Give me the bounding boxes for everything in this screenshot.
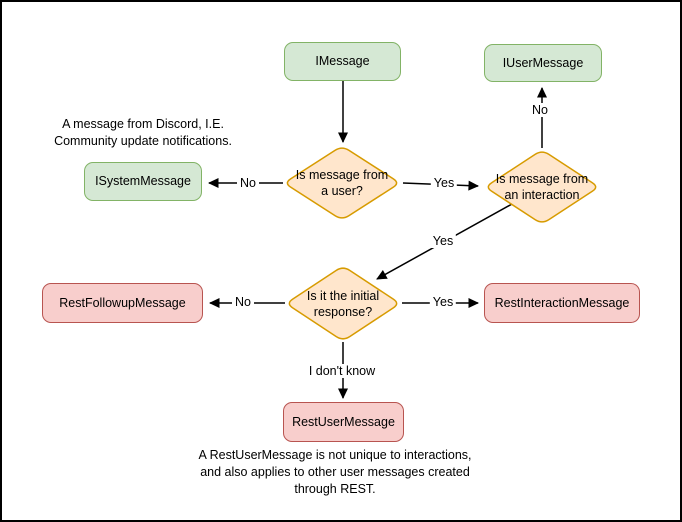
diamond-shape	[288, 267, 398, 340]
note-system-message: A message from Discord, I.E. Community u…	[54, 117, 232, 148]
decision-is-message-from-user: Is message from a user?	[283, 145, 401, 221]
node-imessage-label: IMessage	[315, 54, 370, 68]
node-iusermessage-label: IUserMessage	[502, 55, 584, 70]
node-isystemmessage: ISystemMessage	[84, 162, 202, 201]
decision-is-message-from-interaction-label: Is message from an interaction	[495, 172, 589, 202]
node-restfollowupmessage-label: RestFollowupMessage	[59, 295, 186, 310]
edge-label-initial-yes: Yes	[429, 295, 457, 309]
edge-label-user-yes: Yes	[430, 176, 458, 190]
node-iusermessage: IUserMessage	[484, 44, 602, 82]
node-restusermessage-label: RestUserMessage	[292, 414, 395, 429]
edge-label-initial-no: No	[232, 295, 254, 309]
decision-is-initial-response: Is it the initial response?	[285, 265, 401, 342]
diamond-shape	[487, 151, 597, 223]
note-rest-user-message: A RestUserMessage is not unique to inter…	[198, 448, 472, 496]
node-isystemmessage-label: ISystemMessage	[95, 174, 191, 188]
decision-is-message-from-interaction: Is message from an interaction	[484, 149, 600, 225]
node-restfollowupmessage: RestFollowupMessage	[42, 283, 203, 323]
node-imessage: IMessage	[284, 42, 401, 81]
decision-is-initial-response-label: Is it the initial response?	[306, 288, 380, 319]
edge-label-user-no: No	[237, 176, 259, 190]
edge-label-interaction-yes: Yes	[429, 234, 457, 248]
decision-is-message-from-user-label: Is message from a user?	[295, 168, 389, 198]
diamond-shape	[286, 147, 398, 219]
node-restusermessage: RestUserMessage	[283, 402, 404, 442]
edge-label-interaction-no: No	[529, 103, 551, 117]
node-restinteractionmessage-label: RestInteractionMessage	[494, 295, 630, 310]
node-restinteractionmessage: RestInteractionMessage	[484, 283, 640, 323]
edge-label-i-dont-know: I don't know	[305, 364, 379, 378]
